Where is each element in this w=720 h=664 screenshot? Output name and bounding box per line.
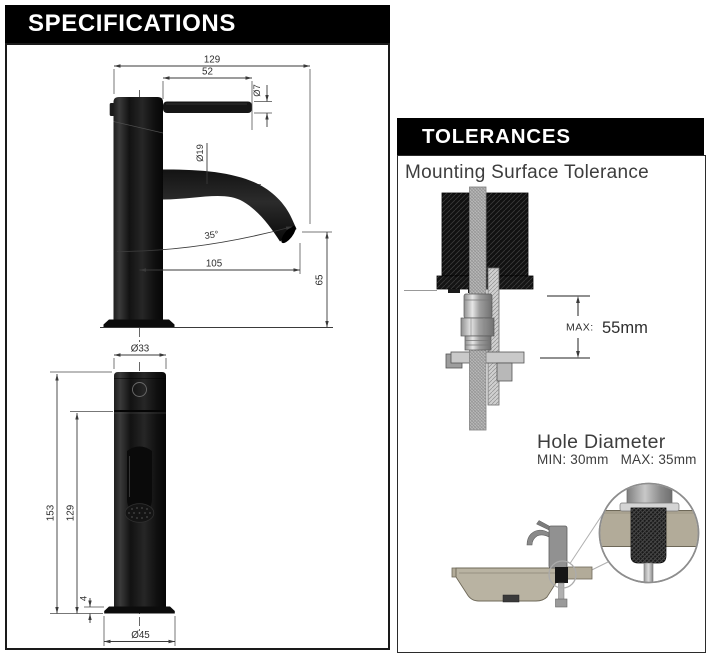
max-thickness-label: MAX: [566, 322, 594, 334]
hole-diameter-values: MIN: 30mm MAX: 35mm [537, 452, 697, 467]
tolerance-drawings: MAX: 55mm [404, 186, 700, 608]
dim-overall-length: 129 [204, 55, 220, 66]
tolerances-title: TOLERANCES [422, 124, 571, 148]
side-view-drawing: 129 52 Ø7 Ø19 35° [100, 55, 333, 343]
dim-handle-diameter: Ø7 [251, 84, 262, 97]
mounting-surface-tolerance-heading: Mounting Surface Tolerance [405, 162, 650, 183]
front-view-drawing: Ø33 153 129 4 [46, 344, 176, 646]
dim-spout-reach: 105 [206, 259, 223, 270]
hole-min-value: MIN: 30mm [537, 452, 609, 467]
specifications-title: SPECIFICATIONS [28, 10, 236, 37]
faucet-dimension-drawings: 129 52 Ø7 Ø19 35° [46, 55, 333, 646]
specifications-header: SPECIFICATIONS [5, 5, 390, 43]
dim-upper-height: 129 [66, 505, 77, 521]
dim-spout-diameter: Ø19 [194, 144, 205, 162]
dim-total-height: 153 [46, 504, 57, 521]
hole-diameter-heading: Hole Diameter [537, 431, 666, 453]
max-thickness-value: 55mm [602, 319, 648, 337]
detail-zoom-circle [598, 482, 700, 584]
dim-spout-angle: 35° [204, 228, 220, 241]
dim-outlet-height: 65 [315, 274, 326, 285]
hole-max-value: MAX: 35mm [620, 452, 697, 467]
basin-detail-drawing [451, 482, 700, 608]
detail-source-circle [548, 560, 577, 589]
specifications-panel [5, 43, 390, 650]
dim-body-diameter: Ø33 [131, 344, 150, 355]
dim-base-diameter: Ø45 [131, 630, 150, 641]
dim-base-thickness: 4 [78, 596, 89, 601]
dim-handle-length: 52 [202, 67, 213, 78]
tolerances-header: TOLERANCES [397, 118, 704, 155]
mounting-tolerance-drawing: MAX: 55mm [404, 186, 648, 431]
